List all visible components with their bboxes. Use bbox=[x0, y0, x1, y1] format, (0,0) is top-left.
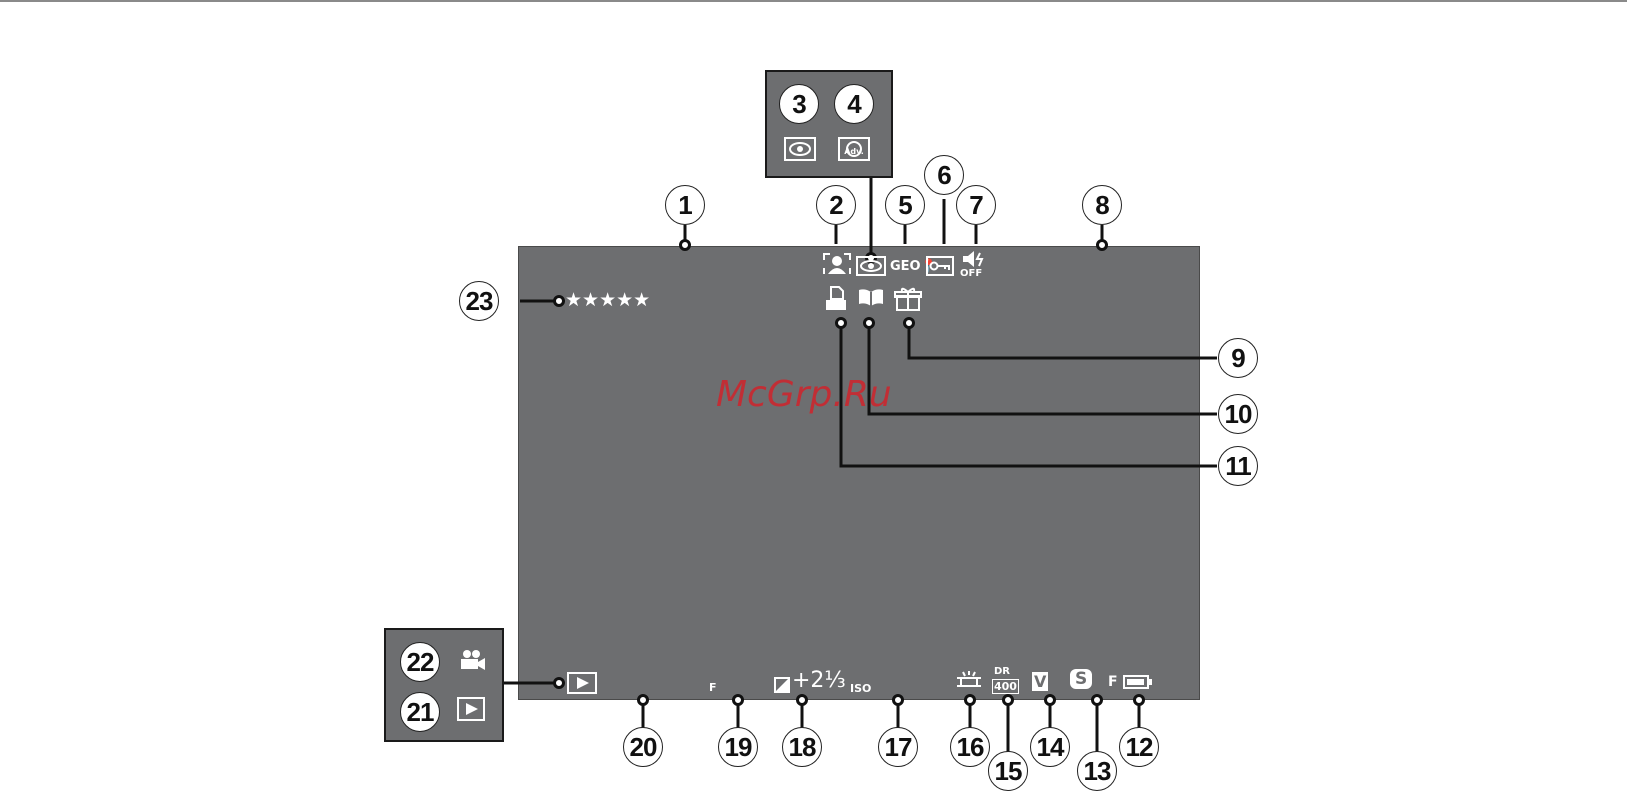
anchor-dot bbox=[1091, 694, 1103, 706]
red-eye-icon bbox=[784, 137, 816, 161]
anchor-dot bbox=[553, 677, 565, 689]
watermark: McGrp.Ru bbox=[716, 374, 892, 415]
callout-5: 5 bbox=[885, 185, 925, 225]
sound-off-icon bbox=[960, 250, 990, 268]
anchor-dot bbox=[964, 694, 976, 706]
face-detection-icon bbox=[822, 252, 852, 276]
anchor-dot bbox=[1002, 694, 1014, 706]
image-size-icon: S bbox=[1070, 669, 1092, 689]
callout-21: 21 bbox=[400, 692, 440, 732]
movie-icon bbox=[456, 648, 486, 672]
callout-13: 13 bbox=[1077, 751, 1117, 791]
anchor-dot bbox=[903, 317, 915, 329]
print-order-icon bbox=[824, 286, 848, 312]
protect-key-icon bbox=[926, 256, 954, 276]
callout-2: 2 bbox=[816, 185, 856, 225]
callout-4: 4 bbox=[834, 84, 874, 124]
quality-label: F bbox=[709, 681, 717, 694]
anchor-dot bbox=[553, 295, 565, 307]
ev-value: +2⅓ bbox=[792, 668, 846, 693]
callout-12: 12 bbox=[1119, 727, 1159, 767]
callout-10: 10 bbox=[1218, 394, 1258, 434]
callout-22: 22 bbox=[400, 642, 440, 682]
callout-18: 18 bbox=[782, 727, 822, 767]
callout-20: 20 bbox=[623, 727, 663, 767]
anchor-dot bbox=[732, 694, 744, 706]
callout-9: 9 bbox=[1218, 338, 1258, 378]
exposure-compensation-icon bbox=[774, 677, 790, 693]
callout-17: 17 bbox=[878, 727, 918, 767]
callout-19: 19 bbox=[718, 727, 758, 767]
iso-label: ISO bbox=[850, 682, 871, 695]
callout-11: 11 bbox=[1218, 446, 1258, 486]
anchor-dot bbox=[1133, 694, 1145, 706]
white-balance-icon bbox=[955, 670, 983, 694]
geo-tag-label: GEO bbox=[890, 259, 921, 274]
playback-icon bbox=[457, 697, 485, 721]
advanced-filter-icon: Adv. bbox=[838, 137, 870, 161]
callout-15: 15 bbox=[988, 751, 1028, 791]
dr-value: 400 bbox=[992, 679, 1019, 694]
callout-8: 8 bbox=[1082, 185, 1122, 225]
anchor-dot bbox=[796, 694, 808, 706]
callout-6: 6 bbox=[924, 155, 964, 195]
anchor-dot bbox=[1096, 239, 1108, 251]
film-simulation-icon: V bbox=[1032, 672, 1048, 691]
playback-icon bbox=[567, 672, 597, 694]
anchor-dot bbox=[835, 317, 847, 329]
callout-16: 16 bbox=[950, 727, 990, 767]
callout-1: 1 bbox=[665, 185, 705, 225]
callout-14: 14 bbox=[1030, 727, 1070, 767]
battery-icon bbox=[1123, 675, 1153, 689]
anchor-dot bbox=[1044, 694, 1056, 706]
callout-7: 7 bbox=[956, 185, 996, 225]
anchor-dot bbox=[637, 694, 649, 706]
dr-label: DR bbox=[994, 666, 1010, 677]
callout-3: 3 bbox=[779, 84, 819, 124]
callout-23: 23 bbox=[459, 281, 499, 321]
rating-stars: ★★★★★ bbox=[565, 289, 650, 311]
anchor-dot bbox=[679, 239, 691, 251]
anchor-dot bbox=[863, 317, 875, 329]
gift-icon bbox=[894, 286, 922, 312]
size-label: F bbox=[1108, 674, 1118, 690]
photobook-icon bbox=[857, 287, 885, 311]
anchor-dot bbox=[892, 694, 904, 706]
sound-off-label: OFF bbox=[960, 268, 982, 279]
svg-text:Adv.: Adv. bbox=[844, 147, 864, 156]
red-eye-icon bbox=[856, 256, 886, 276]
